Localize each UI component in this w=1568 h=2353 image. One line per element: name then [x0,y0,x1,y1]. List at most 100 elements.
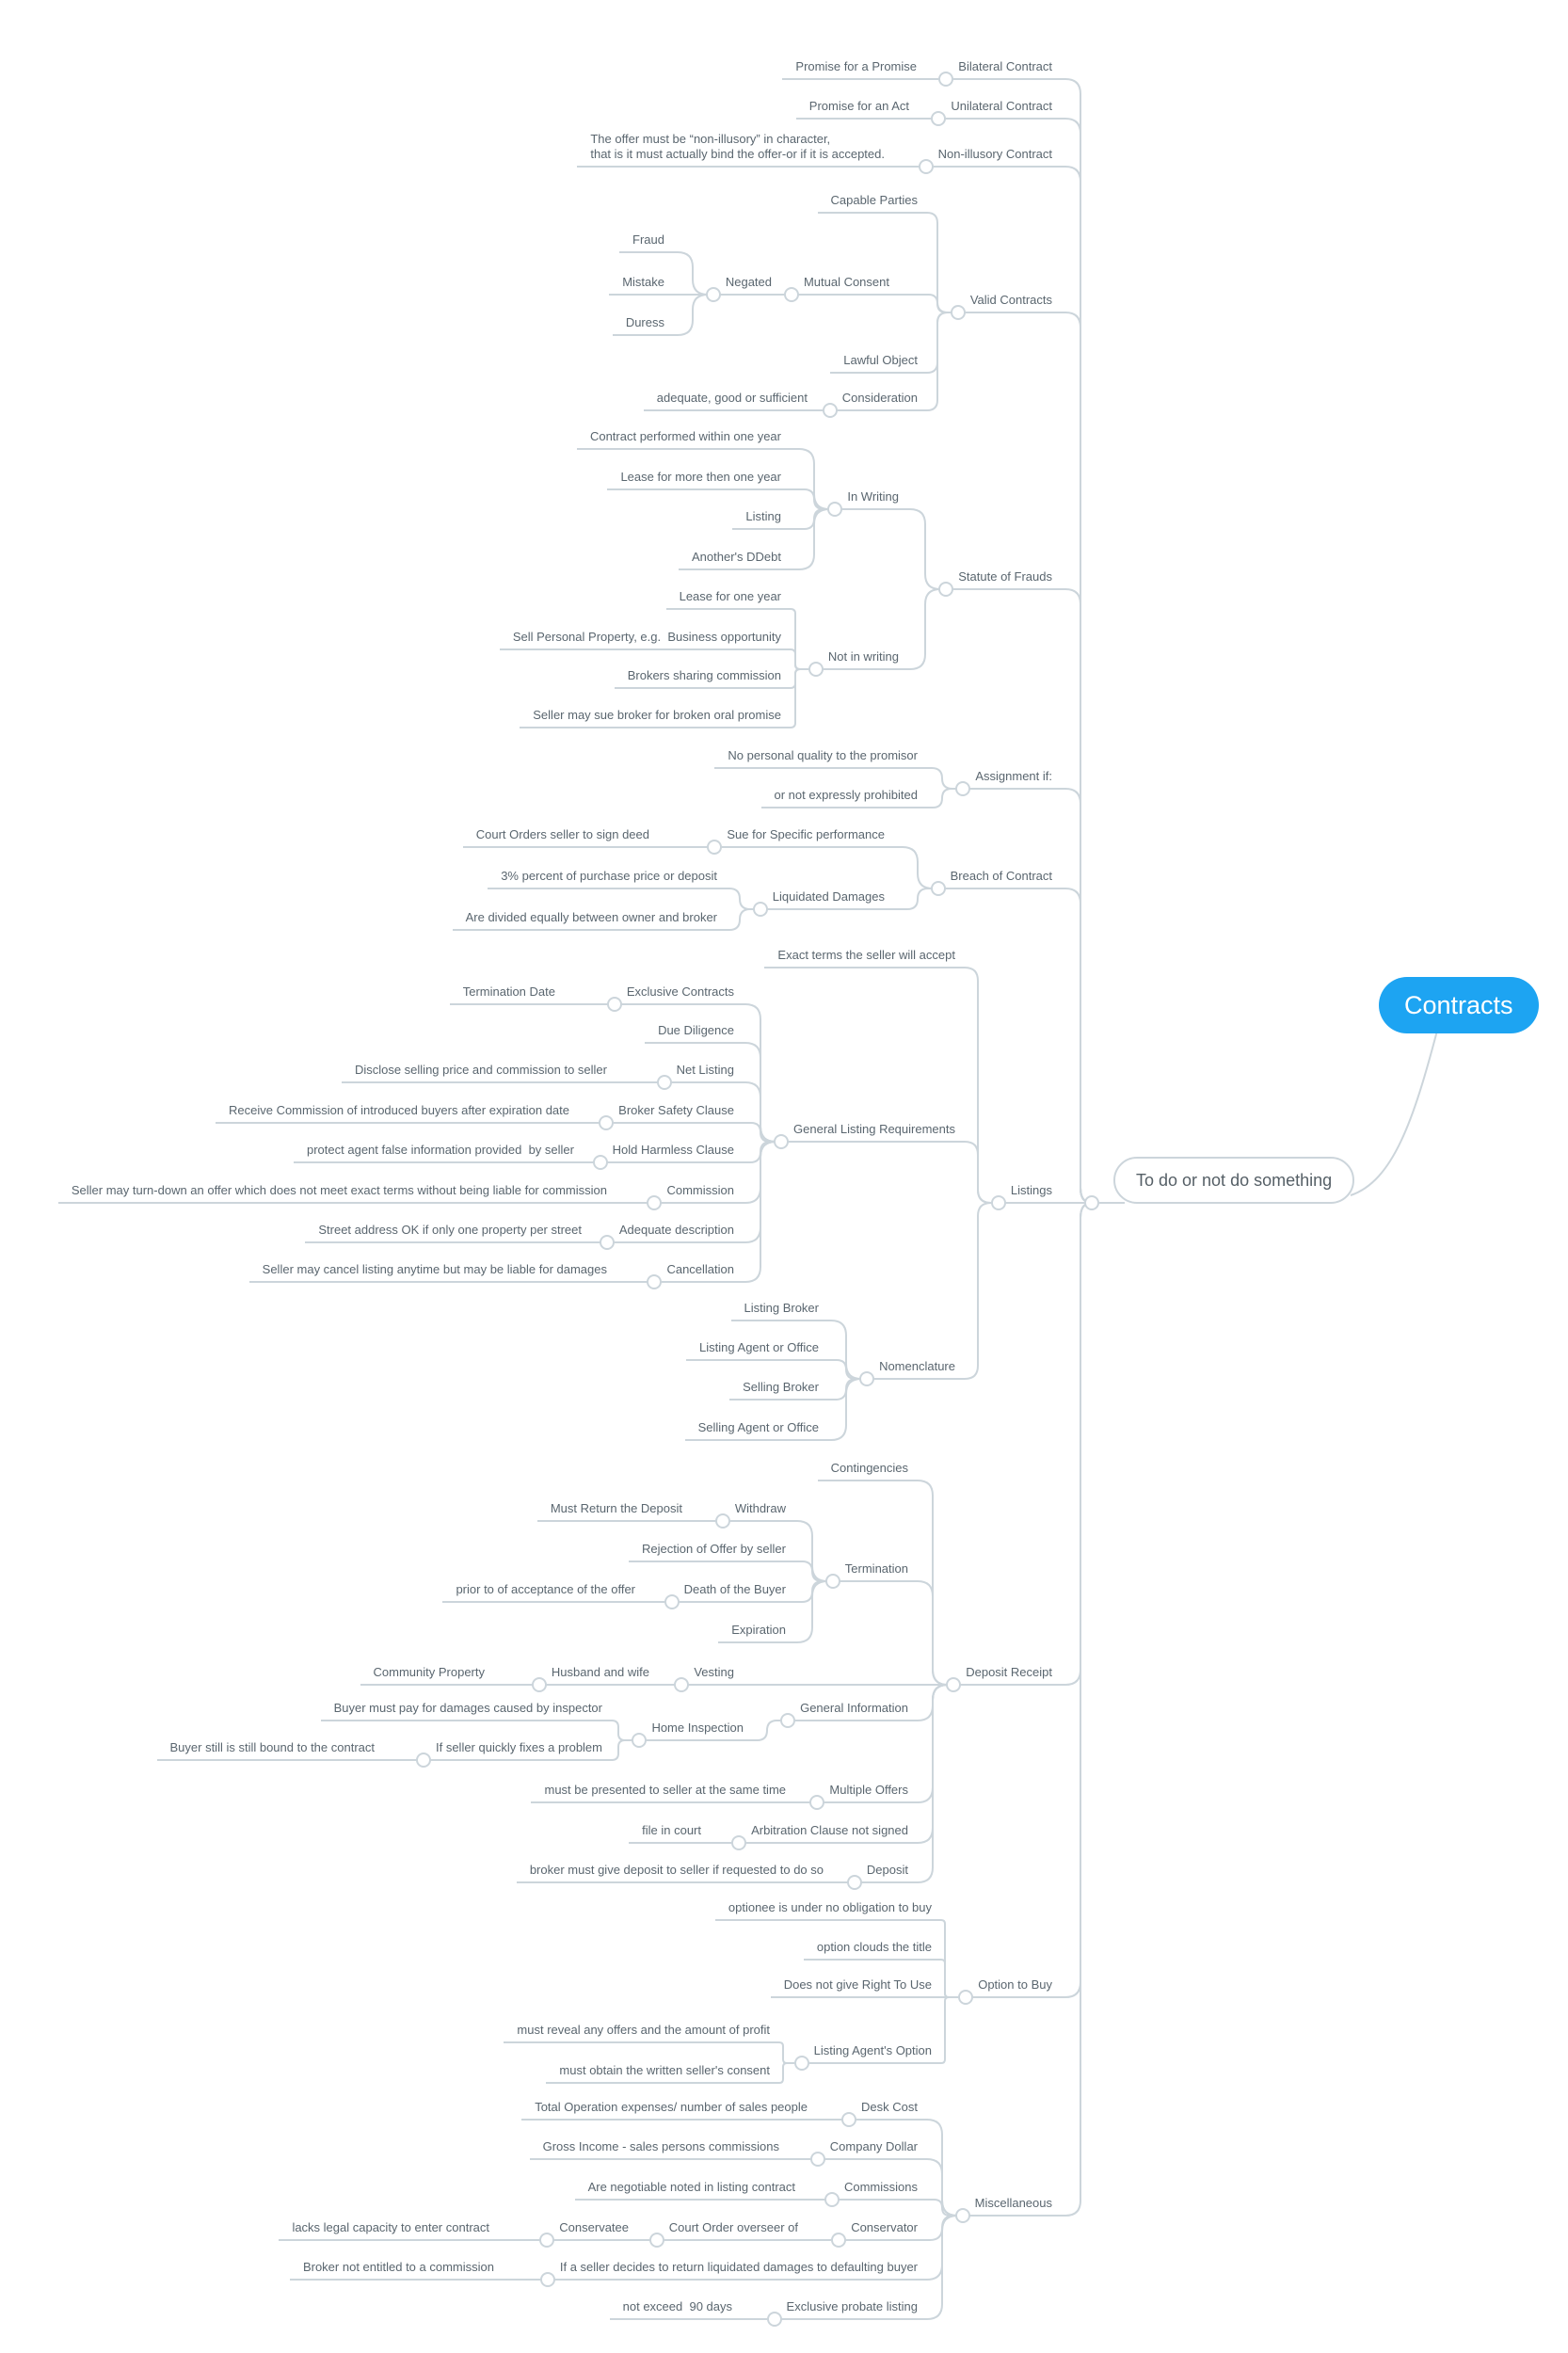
node-listing-broker[interactable]: Listing Broker [730,1301,828,1321]
node-if-seller-returns[interactable]: If a seller decides to return liquidated… [546,2260,927,2281]
node-b-misc[interactable]: Miscellaneous [961,2196,1062,2217]
node-mutual[interactable]: Mutual Consent [790,275,927,296]
node-no-personal[interactable]: No personal quality to the promisor [714,748,927,769]
node-presented-same[interactable]: must be presented to seller at the same … [531,1783,795,1803]
node-lacks-capacity[interactable]: lacks legal capacity to enter contract [279,2220,499,2241]
node-exclusive-contracts[interactable]: Exclusive Contracts [613,984,744,1005]
node-buyer-pay[interactable]: Buyer must pay for damages caused by ins… [320,1701,612,1721]
node-mistake[interactable]: Mistake [609,275,674,296]
node-gross-income[interactable]: Gross Income - sales persons commissions [529,2139,789,2160]
node-commission[interactable]: Commission [653,1183,744,1204]
node-b-valid[interactable]: Valid Contracts [956,293,1062,313]
node-glr[interactable]: General Listing Requirements [780,1122,965,1143]
node-total-operation[interactable]: Total Operation expenses/ number of sale… [521,2100,817,2121]
node-husband-wife[interactable]: Husband and wife [537,1665,659,1686]
node-not-writing[interactable]: Not in writing [814,649,908,670]
node-deposit[interactable]: Deposit [853,1863,918,1883]
node-probate[interactable]: Exclusive probate listing [773,2299,927,2320]
node-sue-specific[interactable]: Sue for Specific performance [713,827,894,848]
node-reveal-offers[interactable]: must reveal any offers and the amount of… [504,2023,779,2043]
root-node-contracts[interactable]: Contracts [1379,977,1539,1033]
node-street-address[interactable]: Street address OK if only one property p… [305,1223,591,1243]
node-rejection[interactable]: Rejection of Offer by seller [629,1542,795,1562]
node-consideration[interactable]: Consideration [828,391,927,411]
node-court-overseer[interactable]: Court Order overseer of [655,2220,808,2241]
node-nomenclature[interactable]: Nomenclature [866,1359,965,1380]
node-arbitration[interactable]: Arbitration Clause not signed [738,1823,918,1844]
node-broker-not-entitled[interactable]: Broker not entitled to a commission [289,2260,504,2281]
node-promise-act[interactable]: Promise for an Act [795,99,919,120]
node-optionee[interactable]: optionee is under no obligation to buy [714,1900,941,1921]
node-clouds[interactable]: option clouds the title [803,1940,941,1961]
node-buyer-bound[interactable]: Buyer still is still bound to the contra… [156,1740,384,1761]
node-protect-agent[interactable]: protect agent false information provided… [294,1143,584,1163]
node-multiple-offers[interactable]: Multiple Offers [816,1783,918,1803]
node-liquidated[interactable]: Liquidated Damages [759,889,894,910]
node-capable[interactable]: Capable Parties [817,193,927,214]
node-written-consent[interactable]: must obtain the written seller's consent [546,2063,779,2084]
node-conservatee[interactable]: Conservatee [546,2220,638,2241]
node-home-inspection[interactable]: Home Inspection [638,1721,753,1741]
node-to-do-or-not-do-something[interactable]: To do or not do something [1113,1157,1355,1204]
node-sell-personal[interactable]: Sell Personal Property, e.g. Business op… [499,630,791,650]
node-seller-turndown[interactable]: Seller may turn-down an offer which does… [57,1183,616,1204]
node-exact-terms[interactable]: Exact terms the seller will accept [764,948,965,968]
node-hold-harmless[interactable]: Hold Harmless Clause [599,1143,744,1163]
node-cancellation[interactable]: Cancellation [653,1262,744,1283]
node-disclose[interactable]: Disclose selling price and commission to… [341,1063,616,1083]
node-lease-more[interactable]: Lease for more then one year [607,470,791,490]
node-brokers-sharing[interactable]: Brokers sharing commission [614,668,791,689]
node-due-diligence[interactable]: Due Diligence [645,1023,744,1044]
node-seller-cancel[interactable]: Seller may cancel listing anytime but ma… [248,1262,616,1283]
node-community[interactable]: Community Property [360,1665,494,1686]
node-not-exceed[interactable]: not exceed 90 days [609,2299,742,2320]
node-b-unilateral[interactable]: Unilateral Contract [937,99,1062,120]
node-b-nonillusory[interactable]: Non-illusory Contract [924,147,1062,168]
node-three-pct[interactable]: 3% percent of purchase price or deposit [488,869,727,889]
node-expiration[interactable]: Expiration [718,1623,795,1643]
node-negated[interactable]: Negated [712,275,781,296]
node-nonillusory-note[interactable]: The offer must be “non-illusory” in char… [577,132,894,168]
node-promise-promise[interactable]: Promise for a Promise [782,59,926,80]
node-b-bilateral[interactable]: Bilateral Contract [945,59,1062,80]
node-desk-cost[interactable]: Desk Cost [848,2100,927,2121]
node-selling-agent[interactable]: Selling Agent or Office [684,1420,828,1441]
node-listing[interactable]: Listing [732,509,791,530]
node-cpw[interactable]: Contract performed within one year [576,429,791,450]
node-adequate-good[interactable]: adequate, good or sufficient [643,391,817,411]
node-lao[interactable]: Listing Agent's Option [800,2043,941,2064]
node-listing-agent[interactable]: Listing Agent or Office [686,1340,828,1361]
node-receive-commission[interactable]: Receive Commission of introduced buyers … [215,1103,579,1124]
node-conservator[interactable]: Conservator [838,2220,927,2241]
node-b-deposit[interactable]: Deposit Receipt [952,1665,1062,1686]
node-duress[interactable]: Duress [612,315,674,336]
node-commissions[interactable]: Commissions [830,2180,927,2201]
node-withdraw[interactable]: Withdraw [721,1501,795,1522]
node-court-orders[interactable]: Court Orders seller to sign deed [462,827,659,848]
node-lease-one[interactable]: Lease for one year [665,589,791,610]
node-divided-equally[interactable]: Are divided equally between owner and br… [452,910,727,931]
node-termination-date[interactable]: Termination Date [449,984,565,1005]
node-file-court[interactable]: file in court [629,1823,711,1844]
node-company-dollar[interactable]: Company Dollar [816,2139,927,2160]
node-termination[interactable]: Termination [831,1561,918,1582]
node-vesting[interactable]: Vesting [680,1665,946,1686]
node-prior-acceptance[interactable]: prior to of acceptance of the offer [442,1582,645,1603]
node-no-right-use[interactable]: Does not give Right To Use [770,1977,941,1998]
node-contingencies[interactable]: Contingencies [817,1461,918,1481]
node-in-writing[interactable]: In Writing [834,489,908,510]
node-adequate-desc[interactable]: Adequate description [605,1223,744,1243]
node-b-breach[interactable]: Breach of Contract [936,869,1062,889]
node-net-listing[interactable]: Net Listing [663,1063,744,1083]
node-gen-info[interactable]: General Information [787,1701,918,1721]
node-b-assignment[interactable]: Assignment if: [962,769,1062,790]
node-if-seller-fixes[interactable]: If seller quickly fixes a problem [422,1740,612,1761]
node-selling-broker[interactable]: Selling Broker [729,1380,828,1401]
node-seller-sue[interactable]: Seller may sue broker for broken oral pr… [520,708,791,728]
node-fraud[interactable]: Fraud [619,232,674,253]
node-ddebt[interactable]: Another's DDebt [679,550,791,570]
node-death-buyer[interactable]: Death of the Buyer [670,1582,795,1603]
node-negotiable[interactable]: Are negotiable noted in listing contract [574,2180,805,2201]
node-broker-give[interactable]: broker must give deposit to seller if re… [516,1863,833,1883]
node-lawful[interactable]: Lawful Object [830,353,927,374]
